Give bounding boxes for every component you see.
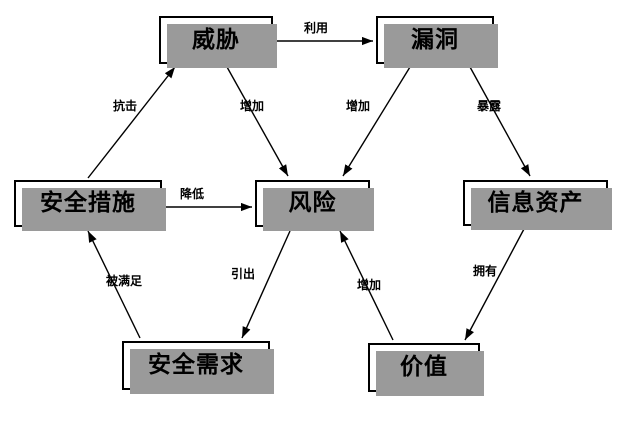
node-security-control[interactable]: 安全措施 bbox=[14, 180, 166, 231]
edge-need-satisfied-by-control bbox=[87, 230, 141, 339]
node-shadow bbox=[471, 188, 612, 230]
node-security-requirement[interactable]: 安全需求 bbox=[122, 341, 274, 394]
node-value[interactable]: 价值 bbox=[368, 343, 484, 396]
edge-label-has: 拥有 bbox=[473, 264, 498, 278]
node-shadow bbox=[130, 349, 274, 394]
node-label: 漏洞 bbox=[411, 26, 459, 53]
edge-value-increases-risk bbox=[339, 230, 394, 341]
edge-label-reduces: 降低 bbox=[180, 187, 205, 201]
node-label: 价值 bbox=[400, 354, 448, 380]
edge-label-satisfied-by: 被满足 bbox=[106, 274, 143, 288]
edge-label-counters: 抗击 bbox=[113, 99, 138, 113]
edge-label-increases-risk-value: 增加 bbox=[357, 278, 382, 292]
node-risk[interactable]: 风险 bbox=[255, 180, 374, 231]
edge-vuln-increases-risk bbox=[342, 66, 411, 177]
node-shadow bbox=[22, 188, 166, 231]
edge-label-exposes: 暴露 bbox=[477, 99, 502, 113]
node-shadow bbox=[167, 24, 277, 68]
edge-label-elicits: 引出 bbox=[231, 267, 256, 281]
edge-vuln-exposes-asset bbox=[469, 66, 531, 177]
node-label: 安全措施 bbox=[40, 190, 136, 216]
node-shadow bbox=[384, 24, 498, 68]
edge-risk-elicits-need bbox=[241, 230, 291, 339]
edge-control-counters-threat bbox=[87, 66, 176, 179]
node-label: 信息资产 bbox=[487, 189, 584, 216]
node-information-asset[interactable]: 信息资产 bbox=[463, 180, 612, 230]
node-threat[interactable]: 威胁 bbox=[159, 16, 277, 68]
node-label: 威胁 bbox=[192, 26, 240, 53]
node-label: 安全需求 bbox=[148, 352, 244, 378]
node-shadow bbox=[376, 351, 484, 396]
node-label: 风险 bbox=[288, 190, 337, 216]
node-shadow bbox=[263, 188, 374, 231]
node-vulnerability[interactable]: 漏洞 bbox=[376, 16, 498, 68]
edge-label-increases-risk-threat: 增加 bbox=[240, 99, 265, 113]
edge-label-increases-risk-vuln: 增加 bbox=[346, 99, 371, 113]
edge-label-exploits: 利用 bbox=[304, 21, 329, 35]
edge-asset-has-value bbox=[464, 228, 525, 341]
edge-threat-increases-risk bbox=[226, 66, 289, 177]
